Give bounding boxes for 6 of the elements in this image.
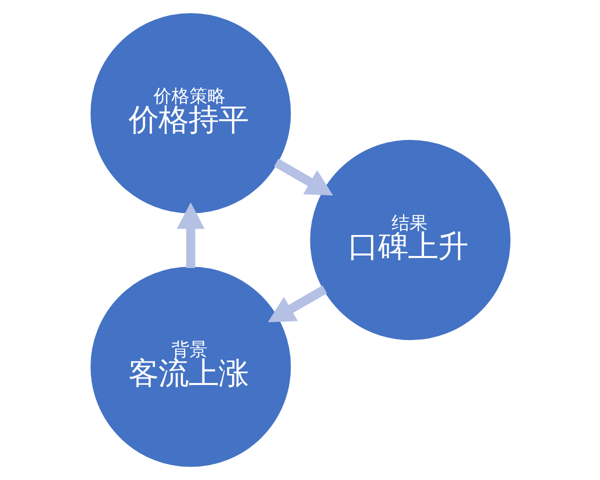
- arrow: [267, 285, 327, 322]
- node-circle: 背景 客流上涨: [90, 266, 290, 467]
- arrow: [273, 158, 333, 196]
- arrow: [176, 202, 204, 268]
- node-circle: 结果 口碑上升: [310, 140, 510, 340]
- node-circle: 价格策略 价格持平: [90, 13, 290, 214]
